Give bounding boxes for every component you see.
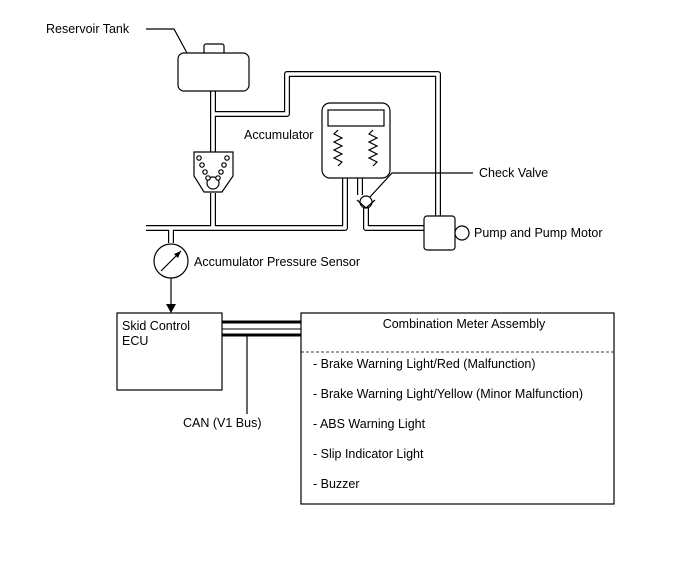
combination-meter-box: [300, 312, 615, 505]
sensor-to-ecu-arrow: [166, 278, 176, 313]
accumulator: [321, 102, 391, 179]
can-bus-label: CAN (V1 Bus): [183, 416, 262, 430]
check-valve-label: Check Valve: [479, 166, 548, 180]
pump-motor: [423, 215, 470, 251]
accumulator-label: Accumulator: [244, 128, 313, 142]
reservoir-tank: [177, 43, 250, 92]
pump-motor-label: Pump and Pump Motor: [474, 226, 603, 240]
check-valve: [356, 195, 376, 209]
meter-item-4: - Slip Indicator Light: [313, 447, 424, 461]
meter-title: Combination Meter Assembly: [383, 317, 546, 331]
meter-item-3: - ABS Warning Light: [313, 417, 426, 431]
leader-lines: [146, 28, 473, 198]
pressure-gauge-icon: [153, 243, 189, 279]
hydraulic-pipes: [146, 71, 441, 243]
reservoir-tank-label: Reservoir Tank: [46, 22, 130, 36]
pressure-sensor-label: Accumulator Pressure Sensor: [194, 255, 360, 269]
ecu-label-line1: Skid Control: [122, 319, 190, 333]
meter-item-2: - Brake Warning Light/Yellow (Minor Malf…: [313, 387, 583, 401]
meter-item-1: - Brake Warning Light/Red (Malfunction): [313, 357, 536, 371]
meter-item-5: - Buzzer: [313, 477, 360, 491]
ecu-label-line2: ECU: [122, 334, 148, 348]
filter-element: [193, 151, 234, 193]
skid-control-ecu-box: [116, 312, 223, 391]
can-bus-lines: [222, 320, 301, 414]
